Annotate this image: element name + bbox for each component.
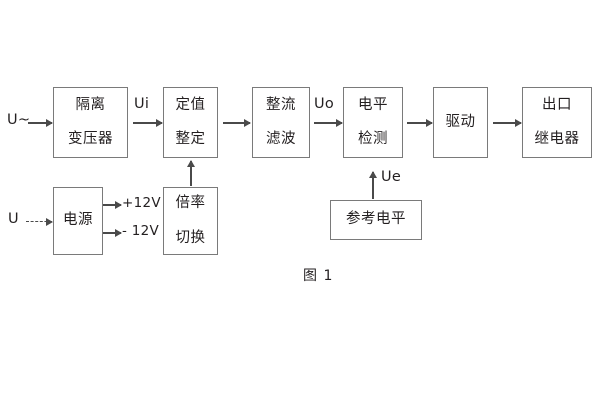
arrow-drive-to-output-relay bbox=[493, 122, 521, 124]
block-multiplier-switch-line1: 倍率 bbox=[175, 195, 206, 212]
block-setting-value-line1: 定值 bbox=[175, 96, 206, 113]
block-setting-value-line2: 整定 bbox=[175, 131, 206, 147]
signal-ui-label: Ui bbox=[134, 96, 150, 112]
arrow-multiplier-switch-to-setting-value bbox=[190, 161, 192, 186]
block-isolation-transformer: 隔离 变压器 bbox=[53, 87, 128, 158]
block-rectify-filter: 整流 滤波 bbox=[252, 87, 310, 158]
arrow-rectify-filter-to-level-detection bbox=[314, 122, 342, 124]
signal-ue-label: Ue bbox=[381, 169, 402, 185]
input-dc-label: U bbox=[8, 211, 19, 227]
arrow-input-to-isolation-transformer bbox=[28, 122, 52, 124]
input-ac-label: U~ bbox=[7, 112, 31, 128]
rail-negative-label: - 12V bbox=[122, 223, 160, 239]
block-isolation-transformer-line1: 隔离 bbox=[75, 96, 106, 113]
arrow-input-to-power-supply bbox=[26, 221, 52, 222]
arrow-rail-positive bbox=[103, 204, 121, 206]
block-multiplier-switch: 倍率 切换 bbox=[163, 187, 218, 255]
arrow-setting-value-to-rectify-filter bbox=[223, 122, 250, 124]
block-level-detection-line2: 检测 bbox=[358, 131, 388, 147]
rail-positive-label: +12V bbox=[122, 195, 161, 211]
arrow-level-detection-to-drive bbox=[407, 122, 432, 124]
block-output-relay-line1: 出口 bbox=[542, 96, 572, 113]
block-rectify-filter-line1: 整流 bbox=[266, 96, 296, 113]
arrow-rail-negative bbox=[103, 232, 121, 234]
block-multiplier-switch-line2: 切换 bbox=[175, 229, 206, 246]
block-level-detection-line1: 电平 bbox=[358, 96, 388, 113]
arrow-isolation-transformer-to-setting-value bbox=[133, 122, 162, 124]
block-power-supply: 电源 bbox=[53, 187, 103, 255]
block-level-detection: 电平 检测 bbox=[343, 87, 403, 158]
block-power-supply-line1: 电源 bbox=[63, 212, 93, 229]
arrow-reference-level-to-level-detection bbox=[372, 172, 374, 199]
block-reference-level-line1: 参考电平 bbox=[346, 211, 406, 228]
figure-caption: 图 1 bbox=[303, 268, 334, 284]
block-setting-value: 定值 整定 bbox=[163, 87, 218, 158]
block-output-relay-line2: 继电器 bbox=[534, 131, 580, 147]
block-isolation-transformer-line2: 变压器 bbox=[68, 131, 113, 147]
block-reference-level: 参考电平 bbox=[330, 200, 422, 240]
block-output-relay: 出口 继电器 bbox=[522, 87, 592, 158]
block-rectify-filter-line2: 滤波 bbox=[266, 131, 296, 147]
block-drive-line1: 驱动 bbox=[445, 113, 476, 130]
signal-uo-label: Uo bbox=[314, 96, 335, 112]
block-drive: 驱动 bbox=[433, 87, 488, 158]
